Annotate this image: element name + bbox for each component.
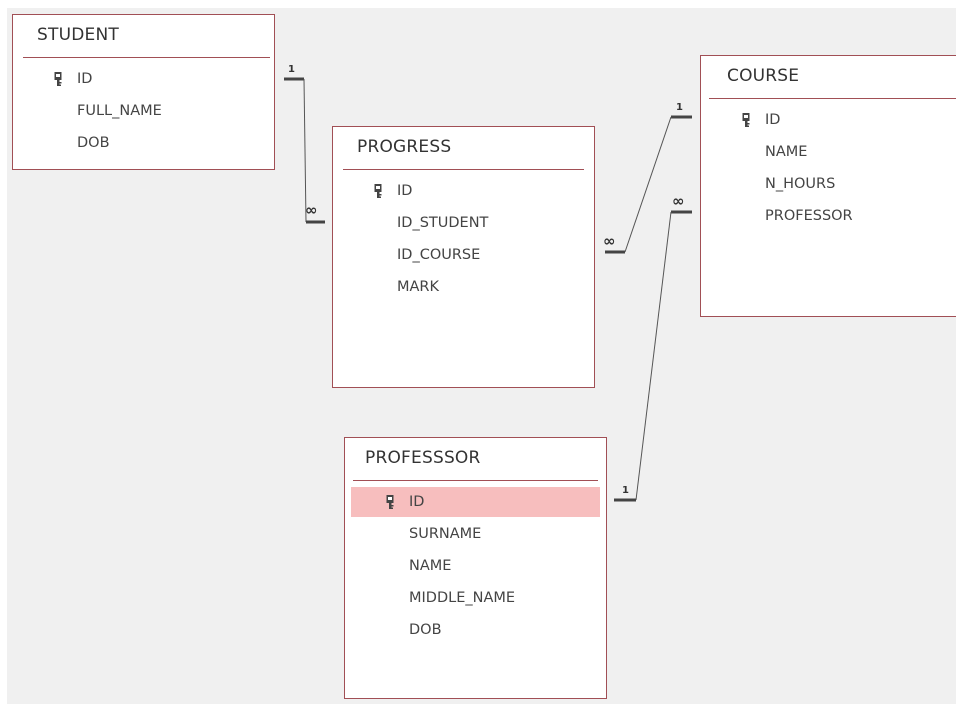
field-name: NAME bbox=[409, 558, 452, 574]
key-icon bbox=[386, 495, 394, 509]
title-divider bbox=[343, 169, 584, 170]
title-divider bbox=[353, 480, 598, 481]
title-divider bbox=[23, 57, 270, 58]
field-name: NAME bbox=[765, 144, 808, 160]
field-row[interactable]: FULL_NAME bbox=[13, 95, 274, 127]
relationship-course-progress[interactable]: 1 ∞ bbox=[603, 102, 692, 254]
key-icon bbox=[742, 113, 750, 127]
many-marker: ∞ bbox=[603, 232, 616, 250]
field-list: ID FULL_NAME DOB bbox=[13, 63, 274, 159]
field-row-selected[interactable]: ID bbox=[345, 486, 606, 518]
field-name: DOB bbox=[77, 135, 110, 151]
field-row[interactable]: ID_STUDENT bbox=[333, 207, 594, 239]
field-name: ID bbox=[409, 494, 425, 510]
field-name: ID bbox=[765, 112, 781, 128]
field-name: DOB bbox=[409, 622, 442, 638]
table-title: PROFESSSOR bbox=[365, 448, 481, 468]
field-row[interactable]: SURNAME bbox=[345, 518, 606, 550]
canvas-edge-left bbox=[0, 0, 7, 704]
table-title: STUDENT bbox=[37, 25, 119, 45]
many-marker: ∞ bbox=[672, 192, 685, 210]
field-row[interactable]: NAME bbox=[345, 550, 606, 582]
one-marker: 1 bbox=[622, 485, 629, 496]
field-row[interactable]: PROFESSOR bbox=[701, 200, 956, 232]
field-name: ID bbox=[397, 183, 413, 199]
field-name: PROFESSOR bbox=[765, 208, 853, 224]
one-marker: 1 bbox=[676, 102, 683, 113]
field-row[interactable]: ID_COURSE bbox=[333, 239, 594, 271]
key-icon bbox=[54, 72, 62, 86]
field-row[interactable]: MIDDLE_NAME bbox=[345, 582, 606, 614]
field-row[interactable]: ID bbox=[333, 175, 594, 207]
field-name: ID_STUDENT bbox=[397, 215, 489, 231]
table-professor[interactable]: PROFESSSOR ID SURNAME NAME MIDDLE_NAME D… bbox=[344, 437, 607, 699]
field-list: ID SURNAME NAME MIDDLE_NAME DOB bbox=[345, 486, 606, 646]
field-row[interactable]: ID bbox=[13, 63, 274, 95]
field-row[interactable]: ID bbox=[701, 104, 956, 136]
table-course[interactable]: COURSE ID NAME N_HOURS PROFESSOR bbox=[700, 55, 956, 317]
one-marker: 1 bbox=[288, 64, 295, 75]
relationship-professor-course[interactable]: ∞ 1 bbox=[614, 192, 692, 502]
table-progress[interactable]: PROGRESS ID ID_STUDENT ID_COURSE MARK bbox=[332, 126, 595, 388]
title-divider bbox=[709, 98, 956, 99]
field-name: ID bbox=[77, 71, 93, 87]
field-name: MARK bbox=[397, 279, 440, 295]
many-marker: ∞ bbox=[305, 201, 318, 219]
field-name: SURNAME bbox=[409, 526, 482, 542]
field-row[interactable]: MARK bbox=[333, 271, 594, 303]
field-name: MIDDLE_NAME bbox=[409, 590, 516, 606]
field-row[interactable]: N_HOURS bbox=[701, 168, 956, 200]
field-name: ID_COURSE bbox=[397, 247, 481, 263]
table-title: PROGRESS bbox=[357, 137, 452, 157]
relationship-student-progress[interactable]: 1 ∞ bbox=[284, 64, 325, 224]
canvas-edge-top bbox=[0, 0, 956, 8]
field-name: N_HOURS bbox=[765, 176, 836, 192]
table-title: COURSE bbox=[727, 66, 800, 86]
table-student[interactable]: STUDENT ID FULL_NAME DOB bbox=[12, 14, 275, 170]
key-icon bbox=[374, 184, 382, 198]
field-row[interactable]: DOB bbox=[13, 127, 274, 159]
field-name: FULL_NAME bbox=[77, 103, 162, 119]
field-row[interactable]: DOB bbox=[345, 614, 606, 646]
field-list: ID NAME N_HOURS PROFESSOR bbox=[701, 104, 956, 232]
field-list: ID ID_STUDENT ID_COURSE MARK bbox=[333, 175, 594, 303]
field-row[interactable]: NAME bbox=[701, 136, 956, 168]
